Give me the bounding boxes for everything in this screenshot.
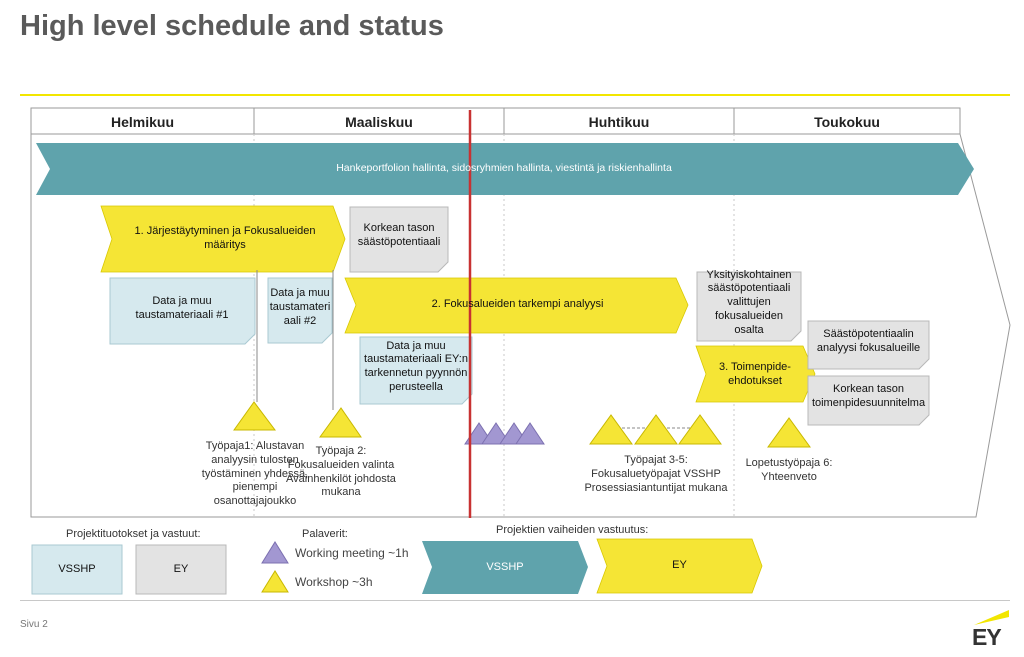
legend-phase-ey-label: EY [672, 559, 687, 572]
month-header: Huhtikuu [588, 114, 650, 130]
legend-ey-label: EY [173, 562, 189, 575]
legend-phase-vsshp-arrow [422, 541, 588, 594]
phase-1-label: 1. Järjestäytyminen ja Fokusalueiden mää… [134, 225, 316, 251]
workshop-1-caption: Työpaja1: Alustavan analyysin tulosten t… [201, 440, 309, 507]
note-data2 [267, 277, 333, 344]
legend-deliverables-label: Projektituotokset ja vastuut: [66, 528, 201, 540]
phase-3-arrow [695, 345, 816, 403]
timeline-frame [30, 107, 1011, 518]
note-saasto-analyysi [807, 320, 930, 370]
legend-phase-vsshp-label: VSSHP [486, 560, 524, 573]
phase-2-label: 2. Fokusalueiden tarkempi analyysi [431, 298, 604, 311]
data3-label: Data ja muu taustamateriaali EY:n tarken… [364, 339, 468, 393]
workshop-triangle-w5 [678, 414, 722, 445]
page-title: High level schedule and status [20, 10, 444, 42]
legend-vsshp-label: VSSHP [58, 562, 96, 575]
ey-logo-beam [974, 610, 1009, 625]
legend-vsshp-box [31, 544, 123, 595]
workshop-triangle-w1 [233, 401, 276, 431]
korkean-toimenpide-label: Korkean tason toimenpidesuunnitelma [811, 383, 926, 409]
yksityis-label: Yksityiskohtainen säästöpotentiaali vali… [706, 268, 792, 336]
note-data1 [109, 277, 256, 345]
month-header: Toukokuu [814, 114, 880, 130]
month-header: Helmikuu [110, 114, 174, 130]
workshop-triangle-w2 [319, 407, 362, 438]
legend-meetings-label: Palaverit: [302, 528, 348, 540]
korkean-saasto-label: Korkean tason säästöpotentiaali [357, 222, 441, 248]
title-underline [20, 94, 1010, 96]
saasto-analyysi-label: Säästöpotentiaalin analyysi fokusalueill… [816, 328, 921, 354]
workshop-2-caption: Työpaja 2: Fokusalueiden valinta Avainhe… [286, 445, 396, 499]
legend-workshop-icon [261, 570, 289, 593]
note-korkean-toimenpide [807, 375, 930, 426]
data1-label: Data ja muu taustamateriaali #1 [135, 295, 229, 321]
phase-2-arrow [344, 277, 689, 334]
month-header: Maaliskuu [345, 114, 413, 130]
banner-arrow [36, 143, 974, 195]
ey-logo: EY [972, 624, 1002, 650]
note-korkean-saasto [349, 206, 449, 273]
legend-ey-box [135, 544, 227, 595]
legend-phase-ey-arrow [596, 538, 763, 594]
workshop-triangle-w6 [767, 417, 811, 448]
workshop-3-5-caption: Työpajat 3-5: Fokusaluetyöpajat VSSHP Pr… [584, 454, 728, 494]
page-number: Sivu 2 [20, 619, 48, 630]
note-yksityis [696, 271, 802, 342]
phase-3-label: 3. Toimenpide-ehdotukset [719, 361, 791, 387]
working-meeting-triangle [515, 422, 545, 445]
banner-label: Hankeportfolion hallinta, sidosryhmien h… [336, 162, 672, 175]
workshop-triangle-w4 [634, 414, 678, 445]
legend-workshop-label: Workshop ~3h [295, 575, 373, 589]
legend-working-meeting-label: Working meeting ~1h [295, 546, 409, 560]
legend-working-meeting-icon [261, 541, 289, 564]
footer-divider [20, 600, 1010, 601]
note-data3 [359, 336, 473, 405]
data2-label: Data ja muu taustamateri aali #2 [269, 287, 331, 327]
legend-phases-label: Projektien vaiheiden vastuutus: [496, 524, 649, 536]
workshop-triangle-w3 [589, 414, 633, 445]
workshop-6-caption: Lopetustyöpaja 6: Yhteenveto [745, 457, 833, 483]
